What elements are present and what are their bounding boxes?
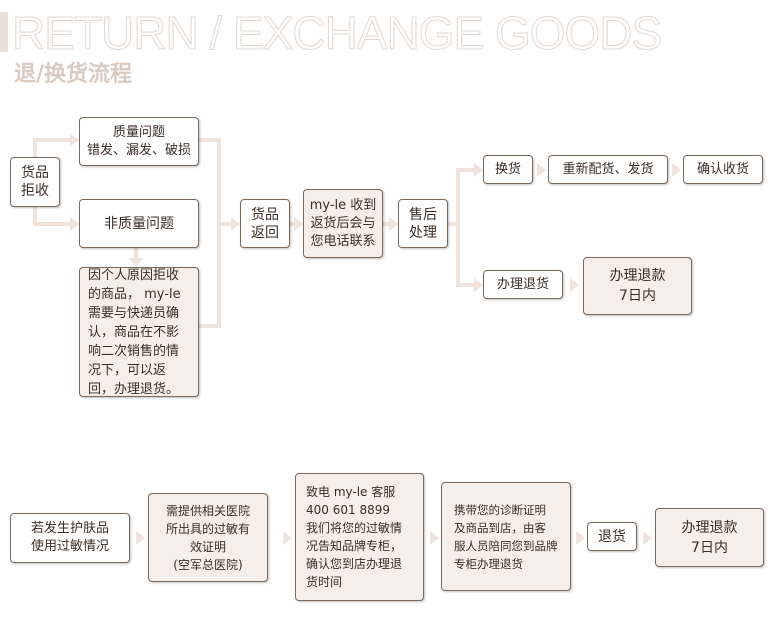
- reship-box: 重新配货、发货: [548, 155, 668, 184]
- connector: [134, 248, 138, 260]
- goods-returned-box: 货品 返回: [240, 199, 290, 248]
- title-english: RETURN / EXCHANGE GOODS: [11, 7, 662, 60]
- connector: [448, 222, 458, 226]
- arrow: [570, 278, 579, 292]
- arrow: [70, 217, 79, 231]
- connector: [217, 138, 221, 328]
- arrow: [136, 531, 145, 545]
- goods-rejected-box: 货品 拒收: [10, 157, 60, 207]
- connector: [383, 222, 389, 226]
- arrow: [294, 217, 303, 231]
- contact-box: my-le 收到 返货后会与 您电话联系: [303, 189, 383, 258]
- call-service-box: 致电 my-le 客服 400 601 8899 我们将您的过敏情 况告知品牌专…: [295, 473, 424, 601]
- bring-proof-box: 携带您的诊断证明 及商品到店，由客 服人员陪同您到品牌 专柜办理退货: [441, 482, 571, 591]
- arrow: [231, 217, 240, 231]
- arrow: [70, 133, 79, 147]
- arrow: [389, 217, 398, 231]
- arrow: [430, 531, 439, 545]
- page-title: 退/换货流程: [14, 62, 133, 87]
- refund-box-2: 办理退款 7日内: [655, 508, 764, 567]
- personal-reason-box: 因个人原因拒收的商品， my-le 需要与快递员确认，商品在不影响二次销售的情况…: [79, 267, 199, 397]
- arrow: [672, 163, 681, 177]
- connector: [456, 283, 474, 287]
- arrow: [643, 531, 652, 545]
- connector: [290, 222, 296, 226]
- connector: [199, 324, 220, 328]
- connector: [33, 138, 71, 142]
- arrow: [129, 258, 143, 267]
- arrow: [474, 163, 483, 177]
- refund-box: 办理退款 7日内: [583, 257, 692, 315]
- connector: [199, 138, 220, 142]
- return-box: 办理退货: [483, 270, 563, 299]
- return-goods-box: 退货: [587, 522, 637, 551]
- medical-proof-box: 需提供相关医院 所出具的过敏有 效证明 (空军总医院): [148, 493, 268, 582]
- arrow: [576, 531, 585, 545]
- connector: [217, 222, 231, 226]
- connector: [456, 168, 474, 172]
- confirm-receipt-box: 确认收货: [683, 155, 763, 184]
- exchange-box: 换货: [483, 155, 533, 184]
- connector: [33, 222, 71, 226]
- after-sale-box: 售后 处理: [398, 199, 448, 248]
- arrow: [537, 163, 546, 177]
- allergy-box: 若发生护肤品 使用过敏情况: [10, 513, 130, 563]
- quality-issue-box: 质量问题 错发、漏发、破损: [79, 117, 199, 166]
- arrow: [283, 531, 292, 545]
- connector: [456, 168, 460, 286]
- title-bar: [0, 12, 8, 52]
- non-quality-issue-box: 非质量问题: [79, 199, 199, 248]
- arrow: [474, 278, 483, 292]
